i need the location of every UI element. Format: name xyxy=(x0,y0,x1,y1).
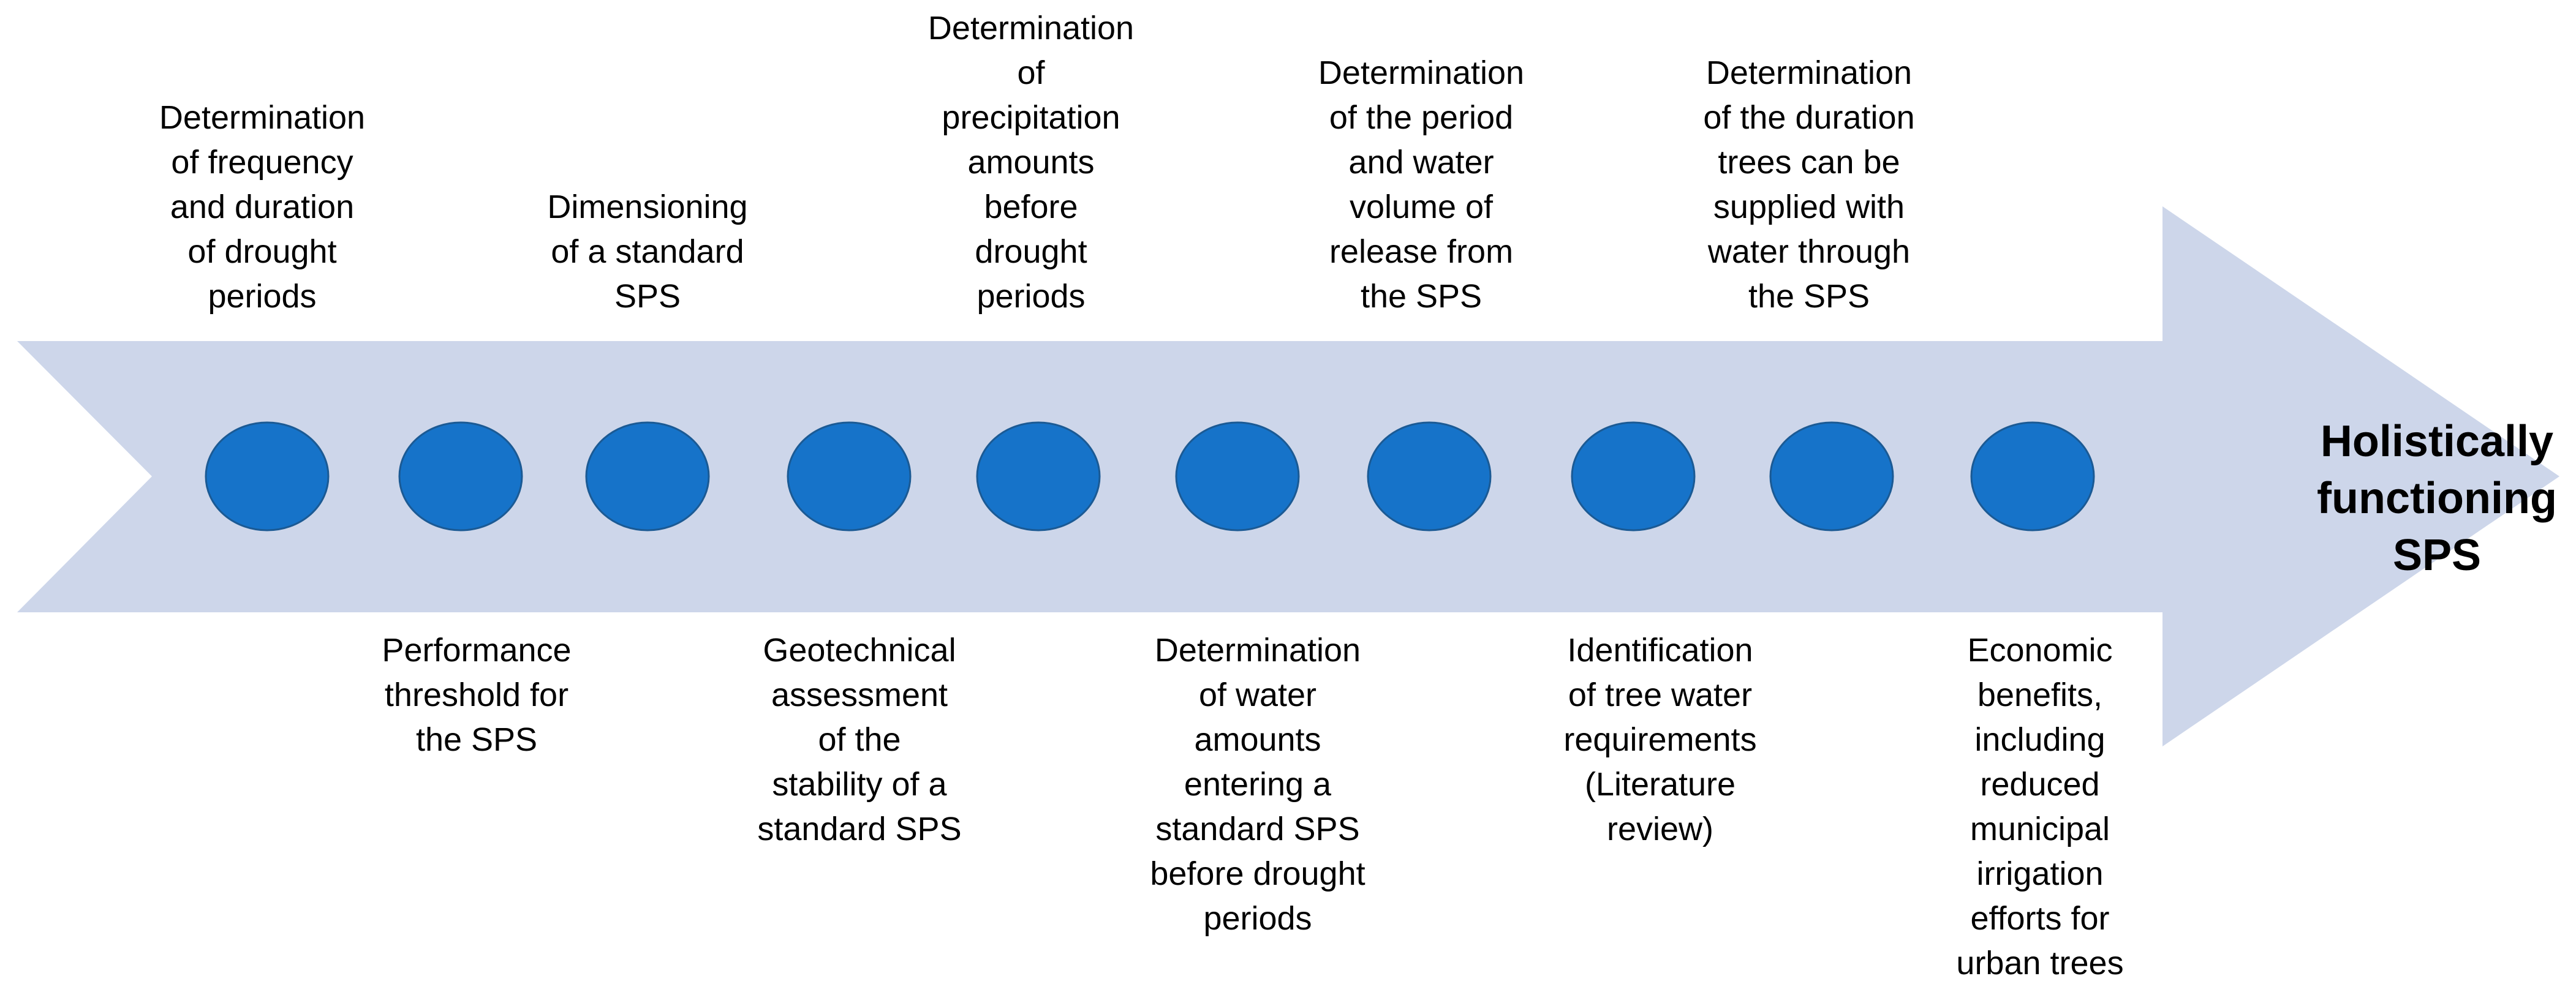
step-node-8 xyxy=(1571,421,1696,531)
step-node-7 xyxy=(1367,421,1492,531)
step-label-line: stability of a xyxy=(772,766,947,803)
step-label-line: precipitation xyxy=(942,99,1120,136)
step-label-line: review) xyxy=(1607,811,1713,847)
step-label-line: of drought xyxy=(187,233,336,270)
step-label-line: periods xyxy=(976,278,1085,315)
step-label-line: of xyxy=(1017,54,1045,91)
step-label-line: of the xyxy=(818,721,901,758)
step-label-line: reduced xyxy=(1980,766,2099,803)
step-label-line: Determination xyxy=(1155,632,1361,669)
step-node-5 xyxy=(976,421,1101,531)
step-label-4: Geotechnical assessment of the stability of… xyxy=(757,632,961,847)
goal-text-line: functioning xyxy=(2317,474,2557,523)
step-label-6: Determination of water amounts entering a st… xyxy=(1150,632,1365,937)
step-label-line: efforts for xyxy=(1970,900,2109,937)
step-label-line: the SPS xyxy=(1748,278,1870,315)
step-label-line: (Literature xyxy=(1585,766,1736,803)
step-label-line: periods xyxy=(208,278,316,315)
step-labels: Determination of frequency and duration of … xyxy=(159,10,2124,982)
step-label-line: trees can be xyxy=(1718,144,1900,181)
step-label-line: of tree water xyxy=(1568,677,1752,713)
step-label-2: Performance threshold for the SPS xyxy=(382,632,571,758)
step-node-1 xyxy=(205,421,330,531)
step-label-line: including xyxy=(1974,721,2105,758)
step-label-line: Determination xyxy=(928,10,1134,47)
step-label-1: Determination of frequency and duration of … xyxy=(159,99,365,315)
step-label-9: Determination of the duration trees can be… xyxy=(1703,54,1914,315)
step-label-line: amounts xyxy=(967,144,1094,181)
step-label-line: of the duration xyxy=(1703,99,1914,136)
step-label-line: SPS xyxy=(614,278,681,315)
goal-text-line: Holistically xyxy=(2321,417,2553,466)
step-node-6 xyxy=(1175,421,1300,531)
step-label-5: Determination of precipitation amounts befor… xyxy=(928,10,1134,315)
step-label-line: water through xyxy=(1707,233,1910,270)
step-label-line: of frequency xyxy=(171,144,353,181)
step-label-line: Determination xyxy=(1318,54,1524,91)
step-label-line: the SPS xyxy=(1361,278,1482,315)
step-label-line: of water xyxy=(1199,677,1316,713)
step-label-line: Performance xyxy=(382,632,571,669)
step-label-line: urban trees xyxy=(1956,945,2123,982)
step-node-2 xyxy=(398,421,523,531)
step-node-3 xyxy=(585,421,710,531)
step-label-10: Economic benefits, including reduced municip… xyxy=(1956,632,2123,982)
step-label-line: Determination xyxy=(1706,54,1912,91)
step-label-line: requirements xyxy=(1563,721,1756,758)
step-label-line: Dimensioning xyxy=(547,189,747,225)
step-label-line: municipal xyxy=(1970,811,2110,847)
process-nodes xyxy=(205,421,2095,531)
step-label-line: Geotechnical xyxy=(763,632,956,669)
step-label-line: and duration xyxy=(170,189,354,225)
step-label-8: Identification of tree water requirements (… xyxy=(1563,632,1756,847)
step-node-9 xyxy=(1769,421,1894,531)
step-node-10 xyxy=(1970,421,2095,531)
step-label-line: standard SPS xyxy=(757,811,961,847)
step-label-line: release from xyxy=(1329,233,1513,270)
step-label-line: of the period xyxy=(1329,99,1513,136)
step-label-line: threshold for xyxy=(385,677,568,713)
step-label-line: the SPS xyxy=(416,721,537,758)
goal-text-line: SPS xyxy=(2393,531,2481,580)
step-label-line: volume of xyxy=(1350,189,1494,225)
step-label-line: amounts xyxy=(1194,721,1321,758)
step-label-line: periods xyxy=(1203,900,1312,937)
step-label-line: irrigation xyxy=(1976,855,2103,892)
step-label-line: before xyxy=(984,189,1078,225)
step-label-line: drought xyxy=(975,233,1087,270)
step-label-line: entering a xyxy=(1184,766,1332,803)
step-label-line: Economic xyxy=(1967,632,2112,669)
step-label-7: Determination of the period and water volum… xyxy=(1318,54,1524,315)
step-label-line: assessment xyxy=(771,677,948,713)
step-label-line: benefits, xyxy=(1977,677,2102,713)
step-label-line: and water xyxy=(1348,144,1494,181)
step-label-line: Determination xyxy=(159,99,365,136)
step-label-line: supplied with xyxy=(1713,189,1905,225)
step-label-line: Identification xyxy=(1567,632,1753,669)
step-label-line: of a standard xyxy=(551,233,744,270)
step-label-line: before drought xyxy=(1150,855,1365,892)
step-label-line: standard SPS xyxy=(1155,811,1359,847)
step-node-4 xyxy=(787,421,912,531)
